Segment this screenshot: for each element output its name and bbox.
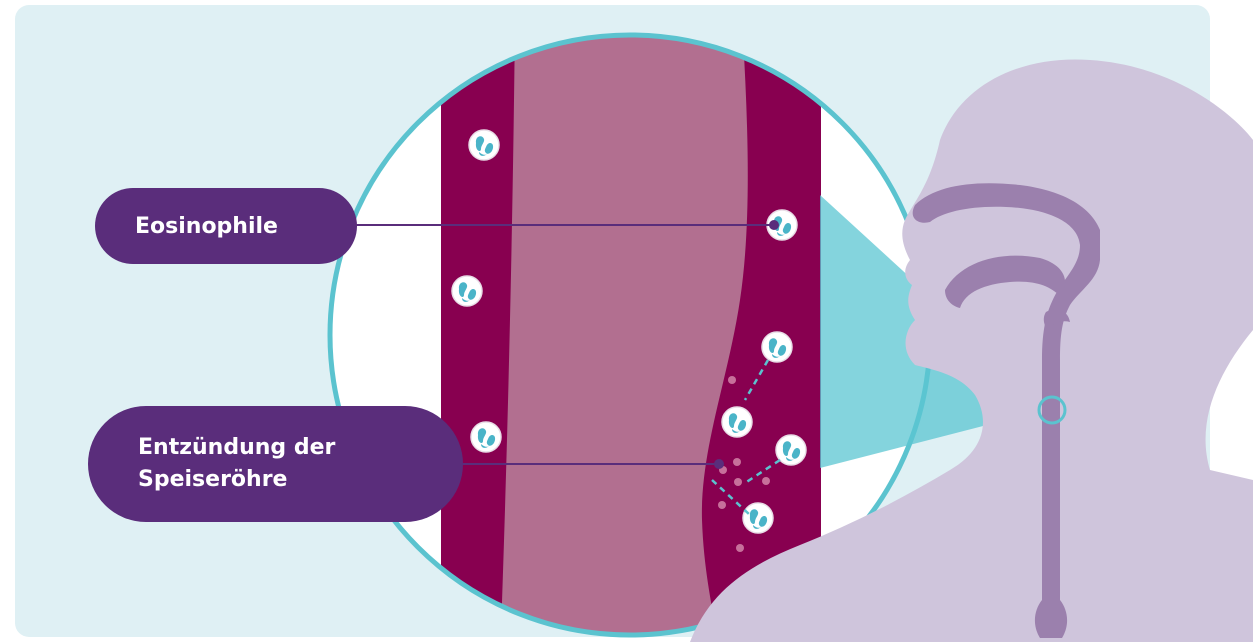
eosinophil-cell-icon [468, 129, 500, 161]
inflammation-label-line2: Speiseröhre [138, 467, 288, 492]
esophagus-lumen [500, 35, 748, 635]
eosinophile-leader-dot [769, 220, 779, 230]
inflammation-dot-icon [718, 501, 726, 509]
eosinophile-label: Eosinophile [95, 188, 357, 264]
esophagus-cross-section [441, 35, 821, 635]
eosinophile-label-text: Eosinophile [135, 213, 278, 239]
inflammation-dots [718, 376, 770, 552]
inflammation-dot-icon [762, 477, 770, 485]
inflammation-dot-icon [736, 544, 744, 552]
eosinophil-cell-icon [775, 434, 807, 466]
inflammation-leader-dot [714, 459, 724, 469]
eosinophil-cell-icon [470, 421, 502, 453]
eosinophil-cell-icon [761, 331, 793, 363]
leader-lines [355, 220, 779, 469]
eosinophil-cell-icon [742, 502, 774, 534]
airway-diagram [912, 183, 1100, 638]
inflammation-dot-icon [733, 458, 741, 466]
migration-paths [711, 359, 781, 516]
inflammation-dot-icon [734, 478, 742, 486]
inflammation-label: Entzündung der Speiseröhre [88, 406, 463, 522]
head-silhouette-icon [690, 59, 1253, 642]
throat-marker [1037, 395, 1067, 425]
inflammation-label-line1: Entzündung der [138, 435, 336, 461]
eosinophil-cell-icon [721, 406, 753, 438]
eosinophil-cell-icon [451, 275, 483, 307]
inflammation-dot-icon [728, 376, 736, 384]
